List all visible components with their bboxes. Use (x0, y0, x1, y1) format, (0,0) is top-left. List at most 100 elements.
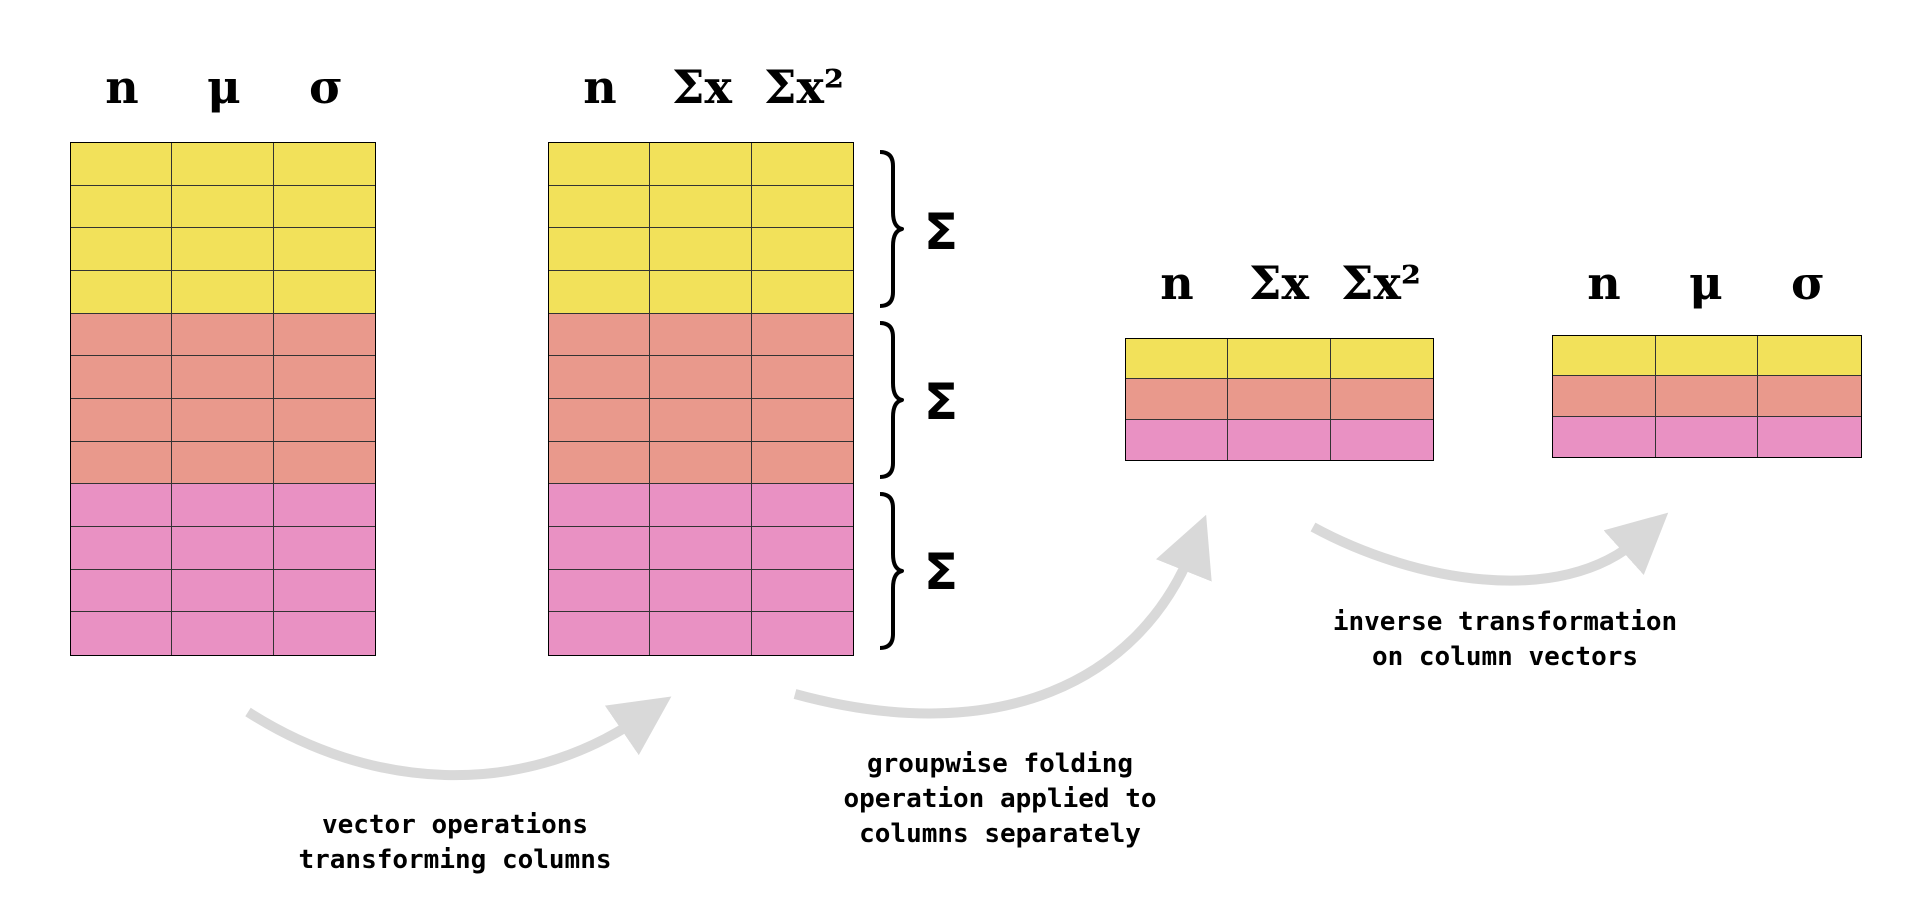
table-cell (273, 228, 375, 271)
table-cell (71, 484, 173, 527)
table-cell (172, 612, 274, 655)
table-cell (1655, 416, 1759, 457)
table3-header-sum-x2: Σx² (1340, 256, 1422, 310)
table-cell (549, 143, 651, 186)
table-cell (172, 313, 274, 357)
table-cell (650, 143, 752, 186)
table-cell (71, 441, 173, 485)
table-cell (71, 143, 173, 186)
table-cell (273, 356, 375, 399)
table-cell (751, 569, 853, 613)
table-cell (273, 143, 375, 186)
arrow-1 (245, 696, 672, 781)
table-cell (549, 228, 651, 271)
caption-line: vector operations (321, 810, 589, 840)
table-cell (1553, 336, 1656, 377)
table-cell (650, 527, 752, 570)
table-cell (1126, 339, 1229, 380)
table-cell (71, 271, 173, 314)
table-cell (172, 484, 274, 527)
table-cell (549, 185, 651, 229)
table-sums (548, 142, 854, 656)
table-cell (549, 484, 651, 527)
table-cell (650, 569, 752, 613)
table-cell (549, 612, 651, 655)
table-cell (549, 399, 651, 442)
table3-header-sum-x: Σx (1249, 256, 1309, 310)
table-cell (172, 356, 274, 399)
table-cell (549, 356, 651, 399)
table-cell (273, 185, 375, 229)
table-cell (273, 569, 375, 613)
caption-line: transforming columns (298, 845, 612, 875)
table-cell (751, 185, 853, 229)
table-cell (71, 356, 173, 399)
table-cell (751, 399, 853, 442)
table-cell (71, 313, 173, 357)
sigma-label-group3: Σ (923, 543, 959, 601)
table-cell (172, 228, 274, 271)
arrow-3 (1310, 512, 1669, 586)
table-cell (172, 143, 274, 186)
sigma-label-group2: Σ (923, 373, 959, 431)
sigma-label-group1: Σ (923, 203, 959, 261)
table-cell (650, 313, 752, 357)
table-cell (1758, 416, 1861, 457)
table-cell (273, 484, 375, 527)
table-cell (650, 399, 752, 442)
arrow-2 (793, 514, 1212, 719)
table-cell (273, 399, 375, 442)
table-cell (172, 399, 274, 442)
table-cell (172, 185, 274, 229)
brace-group2 (879, 321, 904, 479)
table-cell (549, 527, 651, 570)
table-cell (1126, 379, 1229, 420)
table-cell (1330, 379, 1433, 420)
table-cell (1553, 376, 1656, 417)
table2-header-sum-x: Σx (672, 60, 732, 114)
table-cell (549, 271, 651, 314)
table-cell (1228, 339, 1331, 380)
table-folded-stats (1552, 335, 1862, 458)
table-cell (549, 569, 651, 613)
table-cell (71, 185, 173, 229)
table-cell (71, 527, 173, 570)
table-cell (751, 441, 853, 485)
caption-inverse-transformation: inverse transformation on column vectors (1295, 605, 1715, 675)
table-cell (751, 612, 853, 655)
table-cell (650, 185, 752, 229)
table-cell (273, 441, 375, 485)
table4-header-mu: μ (1689, 256, 1723, 310)
table-cell (1228, 419, 1331, 460)
table-cell (549, 313, 651, 357)
table4-header-sigma: σ (1791, 256, 1825, 310)
caption-line: groupwise folding (866, 749, 1134, 779)
table-cell (650, 228, 752, 271)
table-cell (1758, 336, 1861, 377)
table-cell (650, 484, 752, 527)
table-cell (549, 441, 651, 485)
caption-groupwise-folding: groupwise folding operation applied to c… (800, 747, 1200, 852)
table-cell (751, 313, 853, 357)
table-cell (71, 399, 173, 442)
table-cell (1126, 419, 1229, 460)
table-cell (1330, 339, 1433, 380)
caption-vector-operations: vector operations transforming columns (255, 808, 655, 878)
table-cell (273, 313, 375, 357)
brace-group3 (879, 492, 904, 650)
table-cell (751, 484, 853, 527)
table-cell (273, 612, 375, 655)
table-cell (751, 143, 853, 186)
table-cell (71, 612, 173, 655)
table-cell (650, 612, 752, 655)
table-cell (71, 228, 173, 271)
table-cell (172, 569, 274, 613)
table1-header-n: n (105, 60, 139, 114)
caption-line: on column vectors (1371, 642, 1639, 672)
table-cell (650, 356, 752, 399)
table2-header-n: n (583, 60, 617, 114)
brace-group1 (879, 150, 904, 308)
table3-header-n: n (1160, 256, 1194, 310)
table-cell (71, 569, 173, 613)
caption-line: inverse transformation (1332, 607, 1678, 637)
